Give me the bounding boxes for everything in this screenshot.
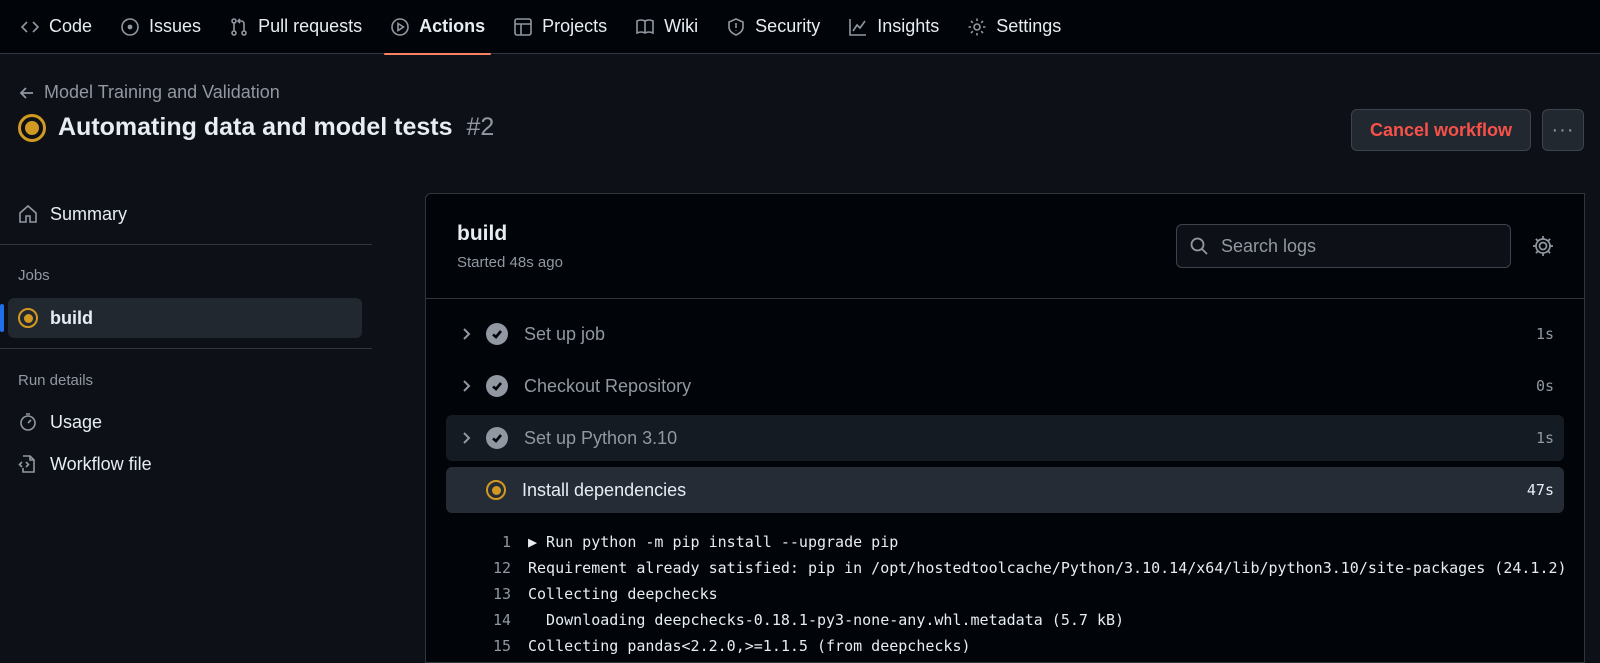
log-line-number: 13 <box>492 585 511 603</box>
tab-actions-label: Actions <box>419 16 486 36</box>
tab-projects[interactable]: Projects <box>499 0 621 54</box>
home-icon <box>19 204 37 223</box>
step-checkout-repository[interactable]: Checkout Repository 0s <box>446 363 1564 409</box>
sidebar-item-usage[interactable]: Usage <box>8 402 362 442</box>
tab-insights[interactable]: Insights <box>834 0 953 54</box>
issue-icon <box>121 17 139 36</box>
job-log-panel: build Started 48s ago Set up job 1s Chec… <box>425 193 1585 663</box>
graph-icon <box>849 18 867 36</box>
sidebar-divider <box>0 244 372 245</box>
sidebar-item-build-label: build <box>50 307 93 328</box>
log-line: 15 Collecting pandas<2.2.0,>=1.1.5 (from… <box>466 633 971 659</box>
step-duration: 1s <box>1535 429 1554 447</box>
step-label: Set up Python 3.10 <box>524 427 678 448</box>
tab-security-label: Security <box>755 16 821 36</box>
tab-wiki[interactable]: Wiki <box>621 0 712 54</box>
step-duration: 1s <box>1535 325 1554 343</box>
log-line-text: Downloading deepchecks-0.18.1-py3-none-a… <box>528 611 1125 629</box>
log-line-number: 14 <box>492 611 511 629</box>
tab-wiki-label: Wiki <box>664 16 699 36</box>
search-icon <box>1190 237 1208 255</box>
run-number: #2 <box>466 113 495 141</box>
run-title: Automating data and model tests <box>58 113 453 141</box>
sidebar-item-workflow-file-label: Workflow file <box>50 453 152 474</box>
tab-projects-label: Projects <box>542 16 608 36</box>
log-line-text: ▶ Run python -m pip install --upgrade pi… <box>528 533 899 551</box>
play-icon <box>391 17 409 36</box>
tab-pull-requests-label: Pull requests <box>258 16 363 36</box>
sidebar-item-build[interactable]: build <box>0 298 362 338</box>
tab-code-label: Code <box>49 16 93 36</box>
in-progress-status-icon <box>18 113 46 142</box>
tab-code[interactable]: Code <box>6 0 106 54</box>
success-check-icon <box>486 323 508 345</box>
step-set-up-job[interactable]: Set up job 1s <box>446 311 1564 357</box>
tab-issues[interactable]: Issues <box>106 0 215 54</box>
chevron-right-icon <box>463 328 471 340</box>
gear-icon <box>1533 236 1553 256</box>
step-label: Set up job <box>524 323 606 344</box>
job-name: build <box>457 222 508 245</box>
step-duration: 0s <box>1535 377 1554 395</box>
workflow-name: Model Training and Validation <box>44 82 280 102</box>
sidebar-item-summary[interactable]: Summary <box>8 194 362 234</box>
tab-settings[interactable]: Settings <box>953 0 1075 54</box>
in-progress-status-icon <box>18 308 38 328</box>
code-icon <box>20 20 40 33</box>
table-icon <box>514 17 532 36</box>
log-line: 12 Requirement already satisfied: pip in… <box>466 555 1567 581</box>
run-details-heading: Run details <box>18 372 94 389</box>
sidebar-divider <box>0 348 372 349</box>
jobs-heading: Jobs <box>18 267 50 284</box>
gear-icon <box>968 18 986 35</box>
back-link[interactable]: Model Training and Validation <box>18 82 280 103</box>
success-check-icon <box>486 375 508 397</box>
log-line[interactable]: 1 ▶ Run python -m pip install --upgrade … <box>466 529 898 555</box>
log-line-number: 12 <box>492 559 511 577</box>
sidebar-item-usage-label: Usage <box>50 411 103 432</box>
chevron-right-icon <box>463 380 471 392</box>
search-logs[interactable] <box>1176 224 1511 268</box>
sidebar-item-workflow-file[interactable]: Workflow file <box>8 444 362 484</box>
step-set-up-python[interactable]: Set up Python 3.10 1s <box>446 415 1564 461</box>
repo-nav: Code Issues Pull requests Actions Projec… <box>0 0 1600 55</box>
tab-insights-label: Insights <box>877 16 940 36</box>
tab-security[interactable]: Security <box>712 0 834 54</box>
log-line-number: 15 <box>492 637 511 655</box>
step-duration: 47s <box>1526 481 1554 499</box>
sidebar-item-summary-label: Summary <box>50 203 128 224</box>
chevron-right-icon <box>463 432 471 444</box>
step-label: Checkout Repository <box>524 375 692 396</box>
step-install-dependencies[interactable]: Install dependencies 47s <box>446 467 1564 513</box>
search-logs-input[interactable] <box>1219 234 1489 258</box>
log-settings-button[interactable] <box>1531 234 1555 258</box>
pull-request-icon <box>231 17 247 36</box>
arrow-left-icon <box>19 86 33 99</box>
in-progress-status-icon <box>486 480 506 500</box>
shield-icon <box>728 17 744 36</box>
log-line-text: Collecting deepchecks <box>528 585 718 603</box>
page-title: Automating data and model tests #2 <box>18 113 494 142</box>
book-icon <box>636 18 654 34</box>
log-line-text: Requirement already satisfied: pip in /o… <box>528 559 1567 577</box>
job-started: Started 48s ago <box>457 254 563 271</box>
cancel-workflow-button[interactable]: Cancel workflow <box>1351 109 1531 151</box>
tab-pull-requests[interactable]: Pull requests <box>215 0 376 54</box>
log-line: 14 Downloading deepchecks-0.18.1-py3-non… <box>466 607 1124 633</box>
job-header: build Started 48s ago <box>426 194 1584 299</box>
file-code-icon <box>18 455 35 473</box>
tab-actions[interactable]: Actions <box>376 0 499 55</box>
log-line-text: Collecting pandas<2.2.0,>=1.1.5 (from de… <box>528 637 971 655</box>
log-line: 13 Collecting deepchecks <box>466 581 718 607</box>
log-line-number: 1 <box>501 533 511 551</box>
tab-issues-label: Issues <box>149 16 202 36</box>
step-label: Install dependencies <box>522 479 687 500</box>
tab-settings-label: Settings <box>996 16 1062 36</box>
stopwatch-icon <box>20 413 36 431</box>
success-check-icon <box>486 427 508 449</box>
more-options-button[interactable]: ··· <box>1542 109 1584 151</box>
